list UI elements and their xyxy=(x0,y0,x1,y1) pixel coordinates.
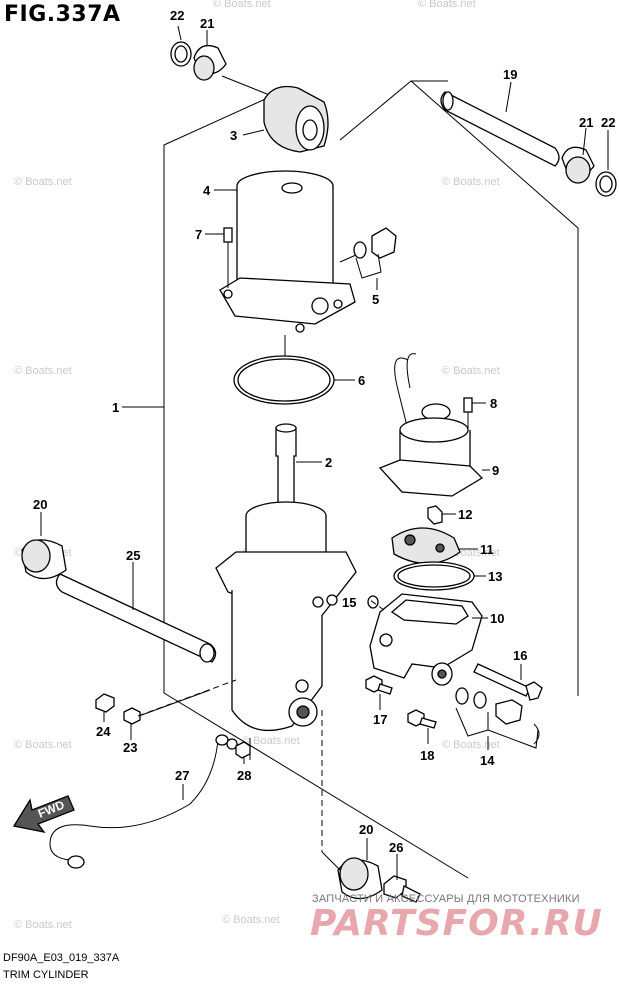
watermark: © Boats.net xyxy=(14,919,72,931)
main-cylinder xyxy=(215,501,357,760)
callout-20-bottom: 20 xyxy=(359,822,373,837)
callout-8: 8 xyxy=(490,396,497,411)
o-ring-13 xyxy=(393,561,486,591)
bolt-17 xyxy=(365,675,393,710)
figure-name: TRIM CYLINDER xyxy=(3,969,89,981)
callout-7: 7 xyxy=(195,227,202,242)
bolt-18 xyxy=(407,709,437,744)
callout-2: 2 xyxy=(325,455,332,470)
callout-15: 15 xyxy=(342,595,356,610)
callout-14: 14 xyxy=(480,753,495,768)
callout-23: 23 xyxy=(123,740,137,755)
watermark: © Boats.net xyxy=(222,914,280,926)
valve-5 xyxy=(339,227,397,290)
nut-23 xyxy=(123,707,141,740)
watermark: © Boats.net xyxy=(14,365,72,377)
callout-5: 5 xyxy=(372,292,379,307)
callout-11: 11 xyxy=(480,542,494,557)
partsfor-logo: PARTSFOR.RU xyxy=(310,903,603,944)
motor-9 xyxy=(378,353,490,497)
screw-7 xyxy=(205,227,233,288)
callout-28: 28 xyxy=(237,768,251,783)
screw-28 xyxy=(226,738,251,764)
logo-subtitle: ЗАПЧАСТИ И АКСЕССУАРЫ ДЛЯ МОТОТЕХНИКИ xyxy=(312,893,580,905)
snap-ring-22-top xyxy=(170,25,192,67)
callouts: 22 21 3 19 21 22 4 7 5 6 1 8 2 9 12 20 1… xyxy=(33,8,615,855)
valve-12 xyxy=(427,505,456,525)
bolt-26 xyxy=(383,854,421,903)
callout-19: 19 xyxy=(503,67,517,82)
snap-ring-22-right xyxy=(595,130,617,197)
watermark: © Boats.net xyxy=(14,739,72,751)
callout-16: 16 xyxy=(513,648,527,663)
bushing-21-right xyxy=(561,127,595,184)
callout-25: 25 xyxy=(126,548,140,563)
callout-24: 24 xyxy=(96,724,111,739)
callout-12: 12 xyxy=(458,507,472,522)
callout-10: 10 xyxy=(490,611,504,626)
o-ring-6 xyxy=(233,335,355,405)
pin-25 xyxy=(55,562,217,663)
callout-21-top: 21 xyxy=(200,16,214,31)
piston-rod-2 xyxy=(275,423,322,517)
cylinder-cap-3 xyxy=(242,85,329,153)
figure-code: DF90A_E03_019_337A xyxy=(3,952,120,964)
watermark: © Boats.net xyxy=(242,735,300,747)
link-lines xyxy=(137,599,385,852)
cap-20-bottom xyxy=(321,838,383,900)
watermark: © Boats.net xyxy=(442,176,500,188)
watermark: © Boats.net xyxy=(418,0,476,10)
callout-18: 18 xyxy=(420,748,434,763)
callout-27: 27 xyxy=(175,768,189,783)
forward-direction-arrow: FWD xyxy=(12,795,75,833)
bolt-24 xyxy=(95,689,211,722)
callout-3: 3 xyxy=(230,128,237,143)
bushing-21-top xyxy=(193,30,273,97)
assembly-outline xyxy=(122,80,579,879)
callout-6: 6 xyxy=(358,373,365,388)
callout-4: 4 xyxy=(203,183,211,198)
ground-cable-27 xyxy=(49,734,229,869)
upper-cylinder-4 xyxy=(214,170,356,333)
watermark: © Boats.net xyxy=(442,365,500,377)
callout-21-right: 21 xyxy=(579,115,593,130)
pump-gear-11 xyxy=(391,527,478,565)
valve-14 xyxy=(455,687,540,750)
cap-20-left xyxy=(21,512,67,580)
callout-17: 17 xyxy=(373,712,387,727)
figure-title: FIG.337A xyxy=(4,2,121,27)
watermark: © Boats.net xyxy=(442,739,500,751)
manifold-10 xyxy=(369,593,488,686)
callout-26: 26 xyxy=(389,840,403,855)
watermark: © Boats.net xyxy=(213,0,271,10)
watermark: © Boats.net xyxy=(14,176,72,188)
bolt-16 xyxy=(473,663,543,701)
rod-19 xyxy=(440,81,560,167)
callout-22-right: 22 xyxy=(601,115,615,130)
callout-22-top: 22 xyxy=(170,8,184,23)
callout-20-left: 20 xyxy=(33,497,47,512)
callout-13: 13 xyxy=(488,569,502,584)
callout-9: 9 xyxy=(492,463,499,478)
callout-1: 1 xyxy=(112,400,119,415)
